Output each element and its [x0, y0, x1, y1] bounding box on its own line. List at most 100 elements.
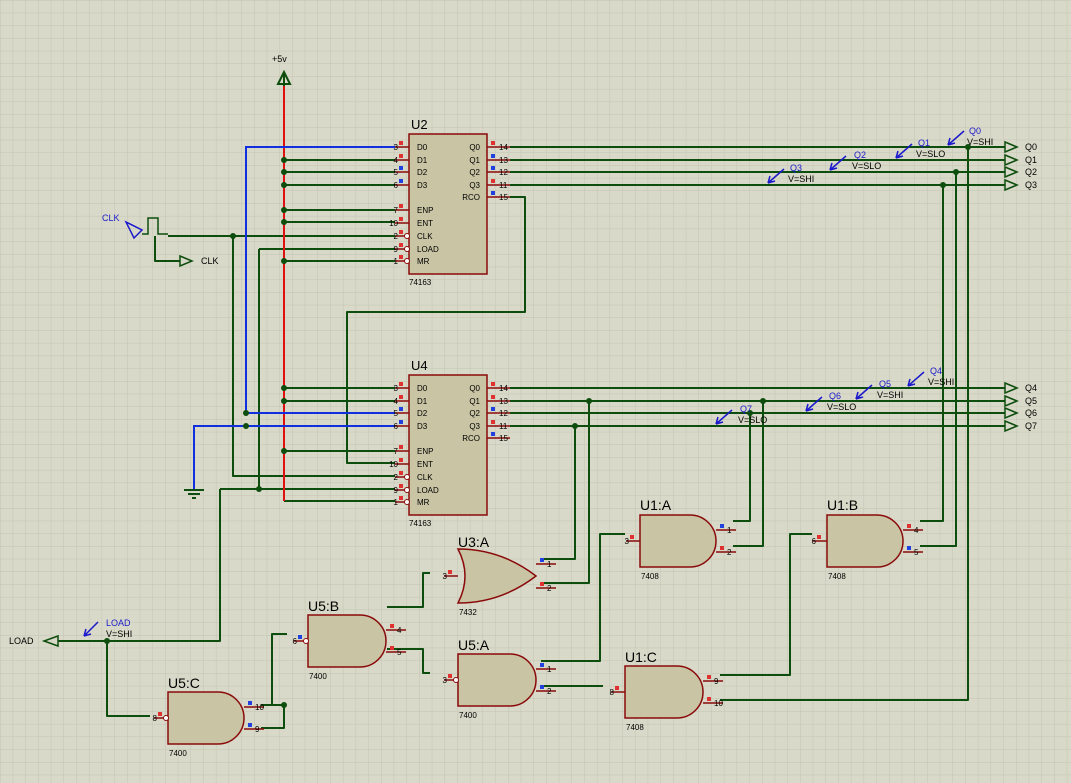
pin-name: ENP: [417, 206, 433, 215]
pin-state-indicator: [399, 484, 403, 488]
output-terminal-q6[interactable]: Q6: [1004, 406, 1037, 420]
probe-state: V=SHI: [788, 174, 814, 184]
chip-body: [408, 374, 488, 516]
pin-state-indicator: [491, 154, 495, 158]
pin-number: 1: [547, 560, 552, 569]
load-terminal-label: LOAD: [9, 636, 34, 646]
pin-number: 3: [443, 676, 448, 685]
pin-name: CLK: [417, 232, 433, 241]
ground-icon: [184, 489, 204, 499]
pin-number: 9: [714, 677, 719, 686]
probe-q4[interactable]: Q4V=SHI: [907, 366, 954, 387]
supply-rail: +5v: [272, 54, 292, 501]
pin-state-indicator: [707, 675, 711, 679]
pin-number: 6: [394, 181, 399, 190]
pin-number: 9: [255, 725, 260, 734]
output-terminal-q2[interactable]: Q2: [1004, 165, 1037, 179]
output-terminal-q3[interactable]: Q3: [1004, 178, 1037, 192]
nand-gate-body: [307, 614, 387, 668]
output-terminal-q1[interactable]: Q1: [1004, 153, 1037, 167]
inversion-bubble: [404, 246, 410, 252]
pin-number: 8: [610, 688, 615, 697]
pin-number: 1: [547, 665, 552, 674]
terminal-arrow-icon: [1004, 153, 1019, 167]
pin-name: LOAD: [417, 245, 439, 254]
gate-ref: U5:B: [308, 598, 339, 614]
pin-state-indicator: [399, 471, 403, 475]
probe-q7[interactable]: Q7V=SLO: [715, 404, 767, 425]
clk-terminal[interactable]: CLK: [179, 254, 219, 268]
pin-number: 15: [499, 434, 508, 443]
pin-number: 10: [255, 703, 264, 712]
pin-number: 2: [547, 584, 552, 593]
inversion-bubble: [453, 677, 459, 683]
terminal-label: Q6: [1025, 408, 1037, 418]
load-probe[interactable]: LOAD V=SHI: [83, 618, 132, 639]
and-gate-body: [639, 514, 717, 568]
pin-state-indicator: [399, 204, 403, 208]
pin-number: 4: [394, 156, 399, 165]
pin-number: 8: [153, 714, 158, 723]
terminal-arrow-icon: [1004, 394, 1019, 408]
pin-name: D3: [417, 181, 428, 190]
pin-state-indicator: [399, 179, 403, 183]
probe-q3[interactable]: Q3V=SHI: [767, 163, 814, 184]
pin-name: Q0: [469, 143, 480, 152]
probe-icon: [855, 384, 873, 400]
output-terminal-q7[interactable]: Q7: [1004, 419, 1037, 433]
gate-ref: U1:B: [827, 497, 858, 513]
pin-number: 5: [397, 648, 402, 657]
probe-name: Q2: [854, 150, 866, 160]
pin-state-indicator: [540, 582, 544, 586]
pin-state-indicator: [720, 524, 724, 528]
pin-name: CLK: [417, 473, 433, 482]
probe-q0[interactable]: Q0V=SHI: [947, 126, 993, 147]
pin-state-indicator: [615, 686, 619, 690]
probe-q5[interactable]: Q5V=SHI: [855, 379, 903, 400]
pin-number: 14: [499, 143, 508, 152]
load-terminal[interactable]: LOAD: [9, 634, 59, 648]
probe-icon: [895, 143, 913, 159]
pin-state-indicator: [399, 407, 403, 411]
inversion-bubble: [404, 258, 410, 264]
output-terminal-q4[interactable]: Q4: [1004, 381, 1037, 395]
pin-number: 6: [293, 637, 298, 646]
gate-ref: U1:C: [625, 649, 657, 665]
clk-generator[interactable]: CLK: [102, 213, 168, 240]
pin-name: D2: [417, 168, 428, 177]
pin-state-indicator: [540, 558, 544, 562]
pin-state-indicator: [390, 646, 394, 650]
probe-q1[interactable]: Q1V=SLO: [895, 138, 945, 159]
junction-dots: [104, 144, 971, 708]
and-gate-body: [624, 665, 704, 719]
gates-layer: 312U1:A7408645U1:B7408312U3:A7432645U5:B…: [153, 497, 923, 758]
terminal-label: Q1: [1025, 155, 1037, 165]
probe-state: V=SHI: [967, 137, 993, 147]
output-terminal-q5[interactable]: Q5: [1004, 394, 1037, 408]
pin-state-indicator: [491, 420, 495, 424]
pin-state-indicator: [399, 141, 403, 145]
probe-name: Q3: [790, 163, 802, 173]
pin-number: 11: [499, 422, 508, 431]
pin-number: 12: [499, 409, 508, 418]
chip-ref: U2: [411, 117, 428, 132]
output-terminal-q0[interactable]: Q0: [1004, 140, 1037, 154]
pin-name: D3: [417, 422, 428, 431]
pin-number: 12: [499, 168, 508, 177]
pin-number: 4: [914, 526, 919, 535]
probe-q2[interactable]: Q2V=SLO: [829, 150, 881, 171]
probe-q6[interactable]: Q6V=SLO: [805, 391, 856, 412]
pin-name: MR: [417, 257, 430, 266]
pin-state-indicator: [399, 255, 403, 259]
probe-name: Q0: [969, 126, 981, 136]
pin-name: ENP: [417, 447, 433, 456]
